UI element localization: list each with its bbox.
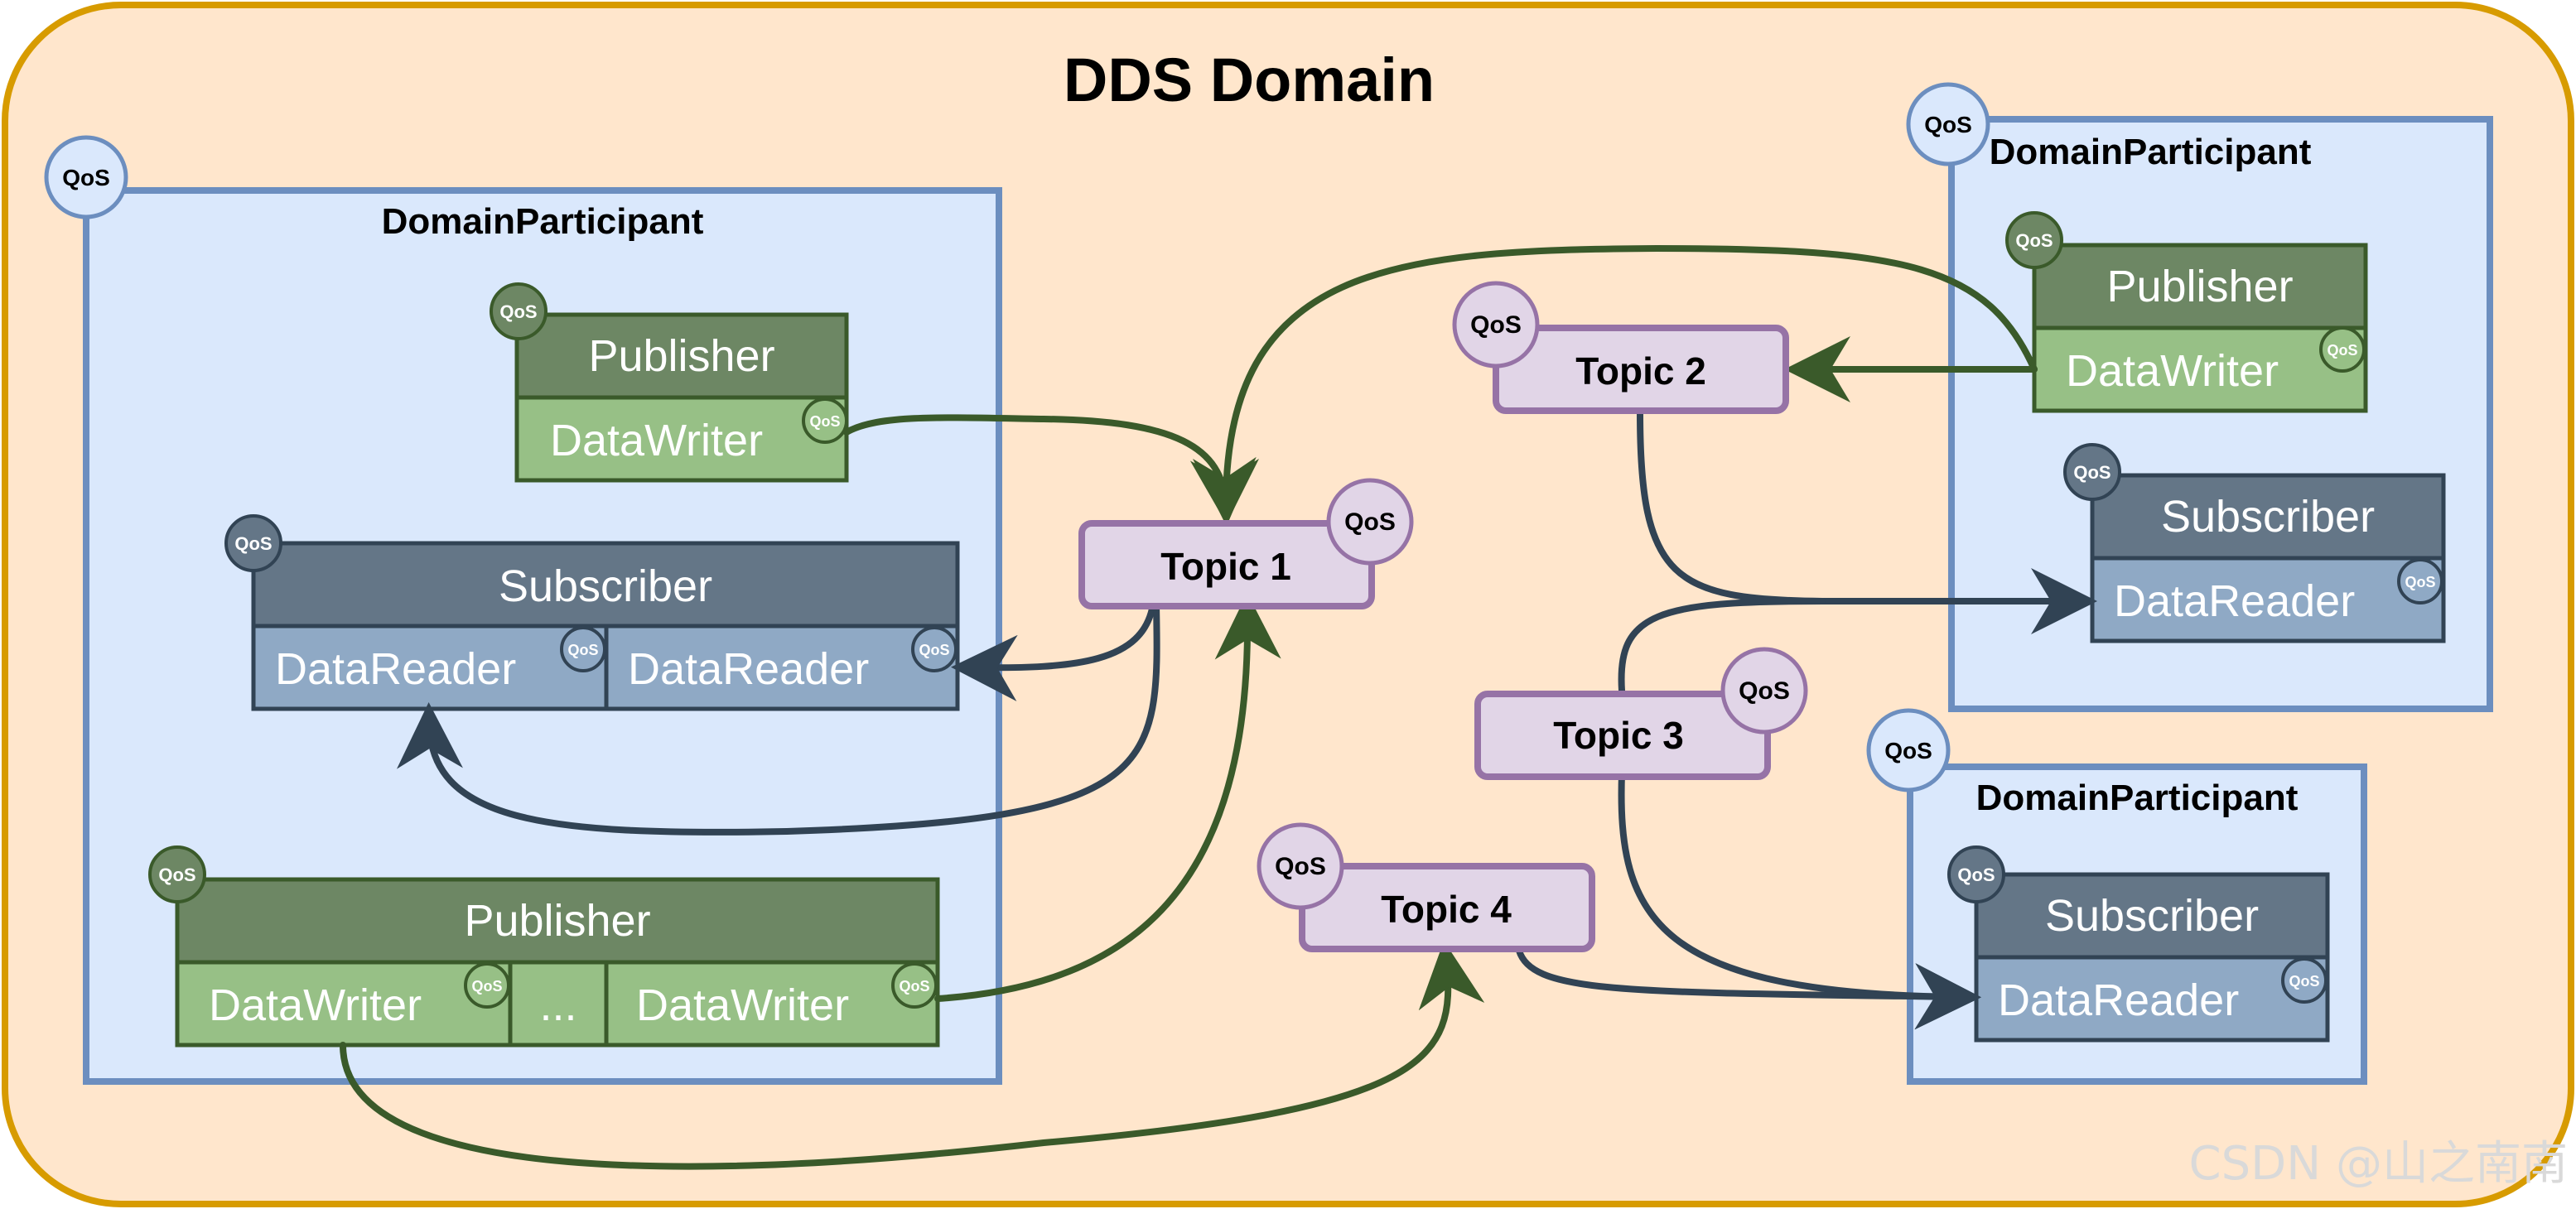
arrow-pub2-to-topic4 [340,941,1485,1170]
publisher-label: Publisher [2106,262,2293,311]
arrow-topic3-to-reader3 [1618,598,1826,694]
datawriter-label: DataWriter [2066,346,2279,396]
publisher-1: Publisher DataWriter QoS QoS [490,282,849,483]
subscriber-3: Subscriber DataReader QoS QoS [1947,845,2330,1043]
qos-badge: QoS [1866,708,1951,792]
svg-text:QoS: QoS [2327,342,2357,359]
participant-bottom-right: DomainParticipant QoS Subscriber DataRea… [1866,708,2367,1085]
svg-text:QoS: QoS [567,642,598,658]
subscriber-label: Subscriber [499,561,712,611]
qos-badge: QoS [1906,82,1990,166]
svg-text:QoS: QoS [2405,574,2435,590]
svg-text:QoS: QoS [234,533,272,554]
arrow-pub2-to-topic1 [934,593,1281,1002]
participant-left: DomainParticipant QoS Publisher DataWrit… [44,135,1002,1085]
publisher-label: Publisher [464,896,650,946]
subscriber-1: Subscriber DataReader DataReader QoS QoS… [224,514,960,711]
publisher-2: Publisher DataWriter ... DataWriter QoS … [148,845,940,1048]
svg-text:QoS: QoS [1884,738,1932,763]
topic-label: Topic 2 [1575,349,1706,393]
datareader-label: DataReader [275,644,516,694]
connectors [340,244,2097,1170]
arrow-topic1-to-reader2 [951,601,1156,701]
publisher-label: Publisher [588,331,774,381]
svg-text:QoS: QoS [2289,973,2319,990]
arrow-topic1-to-reader1 [397,601,1160,836]
arrow-topic3-to-reader4 [1618,770,1981,1030]
subscriber-label: Subscriber [2045,891,2259,941]
svg-text:QoS: QoS [1275,853,1326,880]
participant-top-right: DomainParticipant QoS Publisher DataWrit… [1906,82,2493,712]
svg-text:QoS: QoS [158,865,195,885]
subscriber-2: Subscriber DataReader QoS QoS [2063,443,2446,643]
datawriter-label: DataWriter [550,416,763,465]
svg-text:QoS: QoS [62,165,110,190]
topic-1: Topic 1 QoS [1078,478,1414,609]
topic-2: Topic 2 QoS [1452,281,1789,414]
svg-text:QoS: QoS [1924,112,1972,137]
svg-text:QoS: QoS [919,642,949,658]
datawriter-box [514,395,849,483]
watermark: CSDN @山之南南 [2189,1137,2568,1191]
topic-label: Topic 3 [1553,714,1684,757]
svg-text:QoS: QoS [471,978,502,995]
datareader-label: DataReader [2114,576,2355,626]
arrow-pub3-to-topic1 [1193,244,2038,525]
topic-label: Topic 1 [1160,545,1291,588]
svg-text:QoS: QoS [2015,230,2053,251]
datareader-label: DataReader [1998,975,2239,1025]
topic-label: Topic 4 [1381,888,1512,931]
participant-label: DomainParticipant [1976,778,2299,818]
svg-text:QoS: QoS [499,301,537,322]
publisher-3: Publisher DataWriter QoS QoS [2005,211,2368,413]
subscriber-label: Subscriber [2161,492,2375,542]
svg-text:QoS: QoS [809,413,840,430]
datareader-label: DataReader [628,644,869,694]
svg-text:QoS: QoS [2073,462,2110,483]
qos-badge: QoS [44,135,128,219]
svg-text:QoS: QoS [1739,677,1790,705]
topic-4: Topic 4 QoS [1257,822,1595,952]
svg-text:QoS: QoS [1344,508,1396,536]
arrow-topic4-to-reader4 [1516,947,1981,1030]
datawriter-label: DataWriter [636,980,849,1030]
ellipsis-label: ... [539,980,576,1030]
svg-text:QoS: QoS [1957,865,1995,885]
participant-label: DomainParticipant [1990,132,2312,172]
svg-text:QoS: QoS [899,978,929,995]
svg-text:QoS: QoS [1470,311,1522,339]
participant-label: DomainParticipant [382,201,704,242]
domain-title: DDS Domain [1064,46,1435,114]
datawriter-label: DataWriter [209,980,422,1030]
topic-3: Topic 3 QoS [1474,647,1808,780]
